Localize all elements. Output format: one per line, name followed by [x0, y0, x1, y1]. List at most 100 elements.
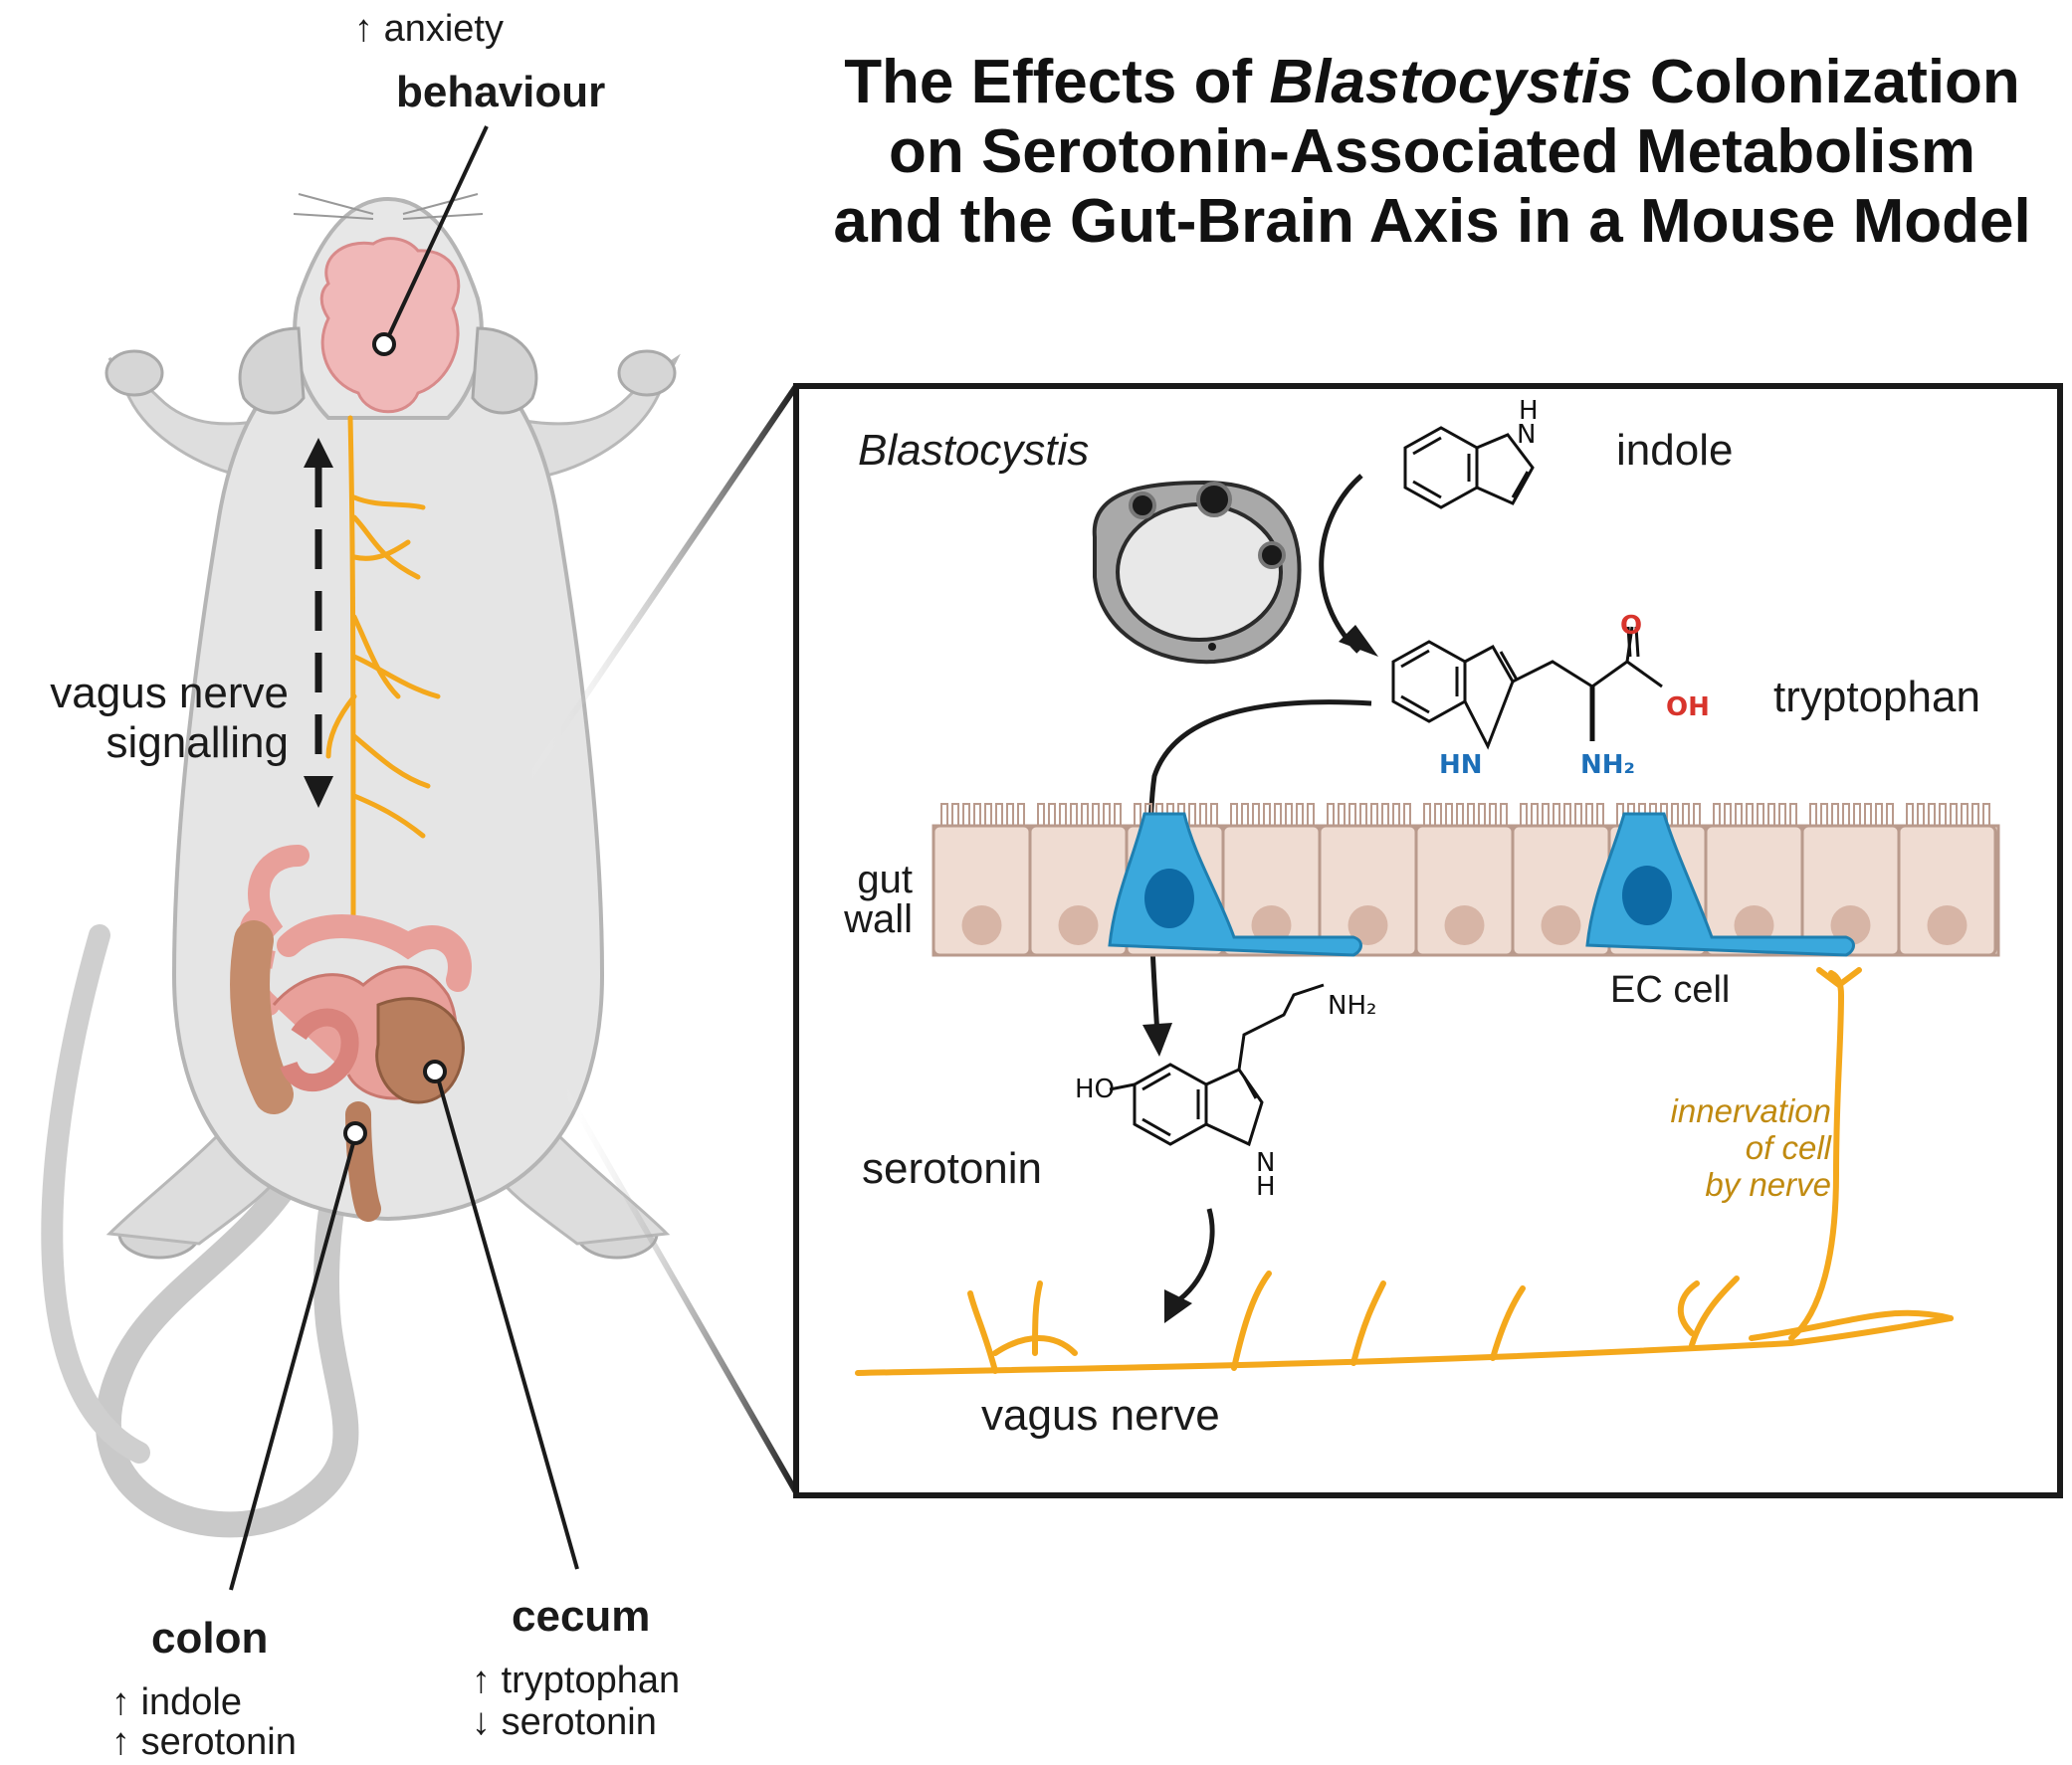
microvillus: [1381, 803, 1389, 826]
title-line-3: and the Gut-Brain Axis in a Mouse Model: [833, 187, 2031, 256]
microvillus: [1520, 803, 1528, 826]
microvillus: [1230, 803, 1238, 826]
tryptophan-hn-group: HN: [1439, 750, 1483, 780]
intestines: [230, 845, 472, 1222]
mouse-illustration: [41, 125, 681, 1591]
brain-effect-text: anxiety: [383, 8, 504, 50]
microvillus: [1563, 803, 1571, 826]
microvillus: [1864, 803, 1872, 826]
serotonin-h-atom: H: [1256, 1172, 1276, 1202]
cecum-line-2: ↓ serotonin: [472, 1701, 657, 1744]
serotonin-n-atom: N: [1256, 1148, 1276, 1178]
microvillus: [1906, 803, 1914, 826]
title-organism: Blastocystis: [1269, 48, 1633, 116]
microvillus: [1423, 803, 1431, 826]
microvillus: [1241, 803, 1249, 826]
microvillus: [940, 803, 948, 826]
colon-marker: [343, 1121, 367, 1145]
microvillus: [1103, 803, 1111, 826]
arrow-head-down: [304, 776, 333, 808]
microvillus: [1434, 803, 1442, 826]
innervation-line-1: innervation: [1670, 1092, 1831, 1129]
epithelial-cell: [1897, 824, 1997, 957]
brain-effect-arrow: ↑: [354, 8, 373, 50]
microvillus: [1403, 803, 1411, 826]
indole-structure: [1403, 426, 1535, 509]
microvillus: [1467, 803, 1475, 826]
indole-label: indole: [1616, 426, 1734, 475]
title-line-1: The Effects of Blastocystis Colonization: [796, 48, 2068, 117]
epithelial-nucleus: [1058, 905, 1099, 945]
cecum-leader: [437, 1080, 579, 1570]
cecum-line2-arrow: ↓: [472, 1701, 491, 1743]
microvillus: [1285, 803, 1293, 826]
microvillus: [1778, 803, 1786, 826]
microvillus: [1789, 803, 1797, 826]
epithelial-nucleus: [1444, 905, 1485, 945]
epithelial-nucleus: [1347, 905, 1388, 945]
tryptophan-label: tryptophan: [1773, 673, 1980, 721]
microvillus: [1939, 803, 1947, 826]
tryptophan-nh2-group: NH₂: [1580, 750, 1635, 780]
cecum-line1-arrow: ↑: [472, 1660, 491, 1701]
microvillus: [1370, 803, 1378, 826]
microvillus: [1961, 803, 1968, 826]
innervation-nerve: [1788, 970, 1845, 1341]
microvillus: [1348, 803, 1356, 826]
blastocystis-cell: [1092, 480, 1302, 665]
arrow-head-up: [304, 438, 333, 468]
microvillus: [1134, 803, 1141, 826]
microvillus: [1982, 803, 1990, 826]
reaction-arrows: [1147, 474, 1372, 1306]
microvillus: [1199, 803, 1207, 826]
epithelial-nucleus: [961, 905, 1002, 945]
brain-marker: [372, 332, 396, 356]
microvillus: [1531, 803, 1539, 826]
microvillus: [1006, 803, 1014, 826]
microvillus: [1971, 803, 1979, 826]
colon-leader: [229, 1142, 355, 1591]
microvillus: [1809, 803, 1817, 826]
epithelial-nucleus: [1927, 905, 1968, 945]
microvillus: [1950, 803, 1958, 826]
microvillus: [1327, 803, 1335, 826]
microvillus: [1500, 803, 1508, 826]
microvillus: [1928, 803, 1936, 826]
serotonin-ho-group: HO: [1075, 1075, 1116, 1104]
innervation-label: innervation of cell by nerve: [1592, 1092, 1831, 1203]
microvillus: [1359, 803, 1367, 826]
microvillus: [1842, 803, 1850, 826]
microvillus: [1574, 803, 1582, 826]
indole-n-atom: N: [1517, 420, 1537, 450]
microvillus: [1767, 803, 1775, 826]
microvillus: [1831, 803, 1839, 826]
microvillus: [1392, 803, 1400, 826]
cecum-label: cecum: [512, 1592, 651, 1641]
microvillus: [973, 803, 981, 826]
microvillus: [1048, 803, 1056, 826]
cecum-marker: [423, 1060, 447, 1083]
gut-wall-label-2: wall: [844, 897, 913, 941]
microvillus: [1037, 803, 1045, 826]
microvillus: [1693, 803, 1701, 826]
tryptophan-o-atom: O: [1620, 611, 1643, 641]
ec-cell-1: [1108, 812, 1362, 957]
blastocystis-label: Blastocystis: [858, 426, 1090, 475]
microvillus: [1735, 803, 1743, 826]
innervation-line-2: of cell: [1745, 1129, 1831, 1166]
microvillus: [1092, 803, 1100, 826]
gut-wall-label-1: gut: [857, 858, 913, 901]
microvillus: [1553, 803, 1560, 826]
serotonin-structure: [1109, 983, 1325, 1147]
mouse-left-ear: [238, 326, 306, 415]
microvillus: [1585, 803, 1593, 826]
cecum-line-1: ↑ tryptophan: [472, 1660, 680, 1702]
microvillus: [1274, 803, 1282, 826]
mouse-tail: [95, 1151, 359, 1538]
title-suffix: Colonization: [1632, 48, 2020, 116]
microvillus: [1682, 803, 1690, 826]
figure-title: The Effects of Blastocystis Colonization…: [796, 48, 2068, 257]
indole-to-tryptophan-arrow: [1319, 474, 1363, 654]
